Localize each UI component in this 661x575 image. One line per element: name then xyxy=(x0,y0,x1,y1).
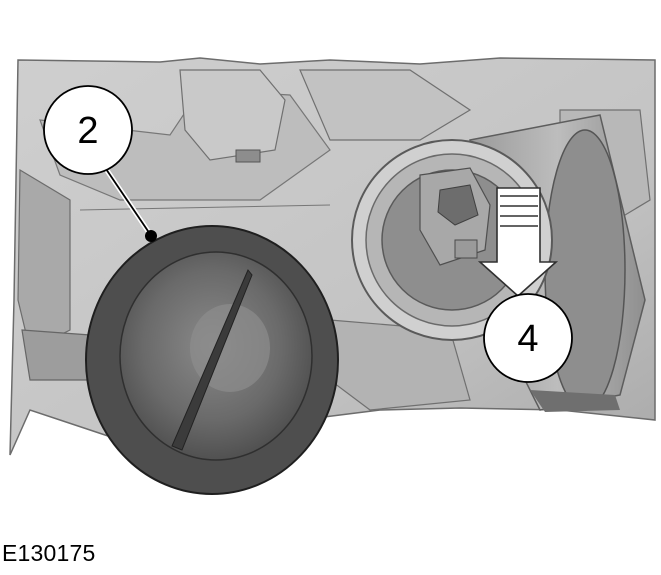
callout-2-label: 2 xyxy=(77,110,98,152)
figure-id: E130175 xyxy=(2,540,96,566)
dust-cover xyxy=(85,225,339,495)
removal-arrow xyxy=(477,187,559,298)
callout-4: 4 xyxy=(483,293,573,383)
callout-4-label: 4 xyxy=(517,318,538,360)
callout-2: 2 xyxy=(43,85,157,242)
